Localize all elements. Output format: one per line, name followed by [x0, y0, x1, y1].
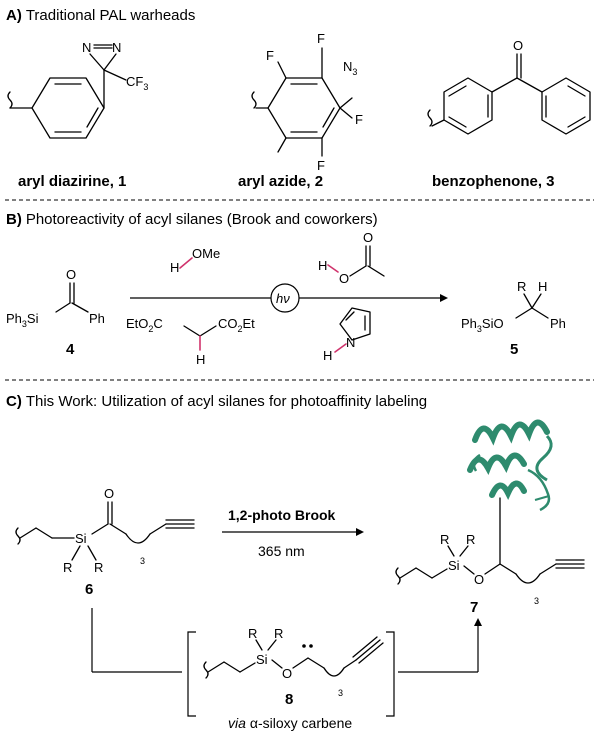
compound-7-structure: Si R R O 3 — [395, 497, 585, 606]
azide-f-left: F — [266, 48, 274, 63]
methanol-ome: OMe — [192, 246, 220, 261]
diazirine-n-right: N — [112, 40, 121, 55]
section-c-heading: C)This Work: Utilization of acyl silanes… — [6, 393, 427, 410]
compound-7-r-left: R — [440, 532, 449, 547]
product-r: R — [517, 279, 526, 294]
carbene-lone-pair-dot — [309, 644, 313, 648]
compound-7-o: O — [474, 572, 484, 587]
compound-4-structure: O Ph3Si Ph — [6, 267, 105, 329]
pyrrole-structure: N H — [323, 307, 371, 363]
ph3si-label: Ph3Si — [6, 311, 39, 329]
section-c: C)This Work: Utilization of acyl silanes… — [6, 393, 585, 731]
arrow-top-label: 1,2-photo Brook — [228, 507, 336, 523]
carbene-lone-pair-dot — [302, 644, 306, 648]
azide-n3: N3 — [343, 59, 357, 77]
compound-8-r-left: R — [248, 626, 257, 641]
section-a-title: Traditional PAL warheads — [26, 7, 196, 24]
compound-8-structure: Si R R O 3 — [203, 626, 384, 698]
malonate-etO2c: EtO2C — [126, 316, 163, 334]
compound-3-label: benzophenone, 3 — [432, 173, 555, 190]
section-c-title: This Work: Utilization of acyl silanes f… — [26, 393, 427, 410]
compound-6-si: Si — [75, 531, 87, 546]
compound-7-subscript: 3 — [534, 596, 539, 606]
product-ph3sio: Ph3SiO — [461, 316, 504, 334]
section-b-title: Photoreactivity of acyl silanes (Brook a… — [26, 211, 378, 228]
compound-6-subscript: 3 — [140, 556, 145, 566]
pyrrole-h: H — [323, 348, 332, 363]
hv-label: hν — [276, 291, 290, 306]
compound-5-number: 5 — [510, 341, 518, 358]
compound-8-r-right: R — [274, 626, 283, 641]
diazirine-n-left: N — [82, 40, 91, 55]
acid-o-double: O — [363, 230, 373, 245]
photolysis-arrow: hν — [130, 283, 448, 313]
acetic-acid-structure: H O O — [318, 230, 385, 286]
bracket-left — [187, 631, 196, 717]
azide-f-top: F — [317, 31, 325, 46]
forward-arrow: 1,2-photo Brook 365 nm — [222, 507, 364, 559]
azide-f-bottom: F — [317, 158, 325, 173]
compound-8-o: O — [282, 666, 292, 681]
carbene-pathway — [91, 608, 482, 717]
compound-7-number: 7 — [470, 599, 478, 616]
benzophenone-o: O — [513, 38, 523, 53]
hv-circle — [270, 283, 300, 313]
compound-1-label: aryl diazirine, 1 — [18, 173, 126, 190]
malonate-co2et: CO2Et — [218, 316, 255, 334]
compound-6-r-left: R — [63, 560, 72, 575]
compound-2-label: aryl azide, 2 — [238, 173, 323, 190]
compound-7-r-right: R — [466, 532, 475, 547]
section-b: B)Photoreactivity of acyl silanes (Brook… — [5, 211, 594, 381]
section-a-heading: A)Traditional PAL warheads — [6, 7, 195, 24]
compound-6-structure: Si R R O 3 — [15, 486, 195, 575]
section-b-heading: B)Photoreactivity of acyl silanes (Brook… — [6, 211, 378, 228]
compound-8-number: 8 — [285, 691, 293, 708]
azide-f-right: F — [355, 112, 363, 127]
compound-6-number: 6 — [85, 581, 93, 598]
section-c-letter: C) — [6, 393, 22, 410]
compound-4-number: 4 — [66, 341, 75, 358]
malonate-h: H — [196, 352, 205, 367]
methanol-h: H — [170, 260, 179, 275]
compound-5-structure: Ph3SiO R H Ph — [461, 279, 566, 334]
methanol-structure: H OMe — [170, 246, 220, 275]
compound-6-r-right: R — [94, 560, 103, 575]
compound-8-si: Si — [256, 652, 268, 667]
compound-7-si: Si — [448, 558, 460, 573]
protein-ribbon-image — [467, 419, 553, 512]
compound-6-o: O — [104, 486, 114, 501]
aryl-azide-structure: F F N3 F F — [251, 31, 363, 173]
diethyl-malonate-structure: EtO2C H CO2Et — [126, 316, 255, 367]
section-b-letter: B) — [6, 211, 22, 228]
arrow-bottom-label: 365 nm — [258, 543, 305, 559]
compound-4-o: O — [66, 267, 76, 282]
compound-4-ph: Ph — [89, 311, 105, 326]
product-ph: Ph — [550, 316, 566, 331]
compound-8-subscript: 3 — [338, 688, 343, 698]
bracket-right — [386, 631, 395, 717]
pyrrole-n: N — [346, 335, 355, 350]
acid-h: H — [318, 258, 327, 273]
section-a-letter: A) — [6, 7, 22, 24]
cf3-label: CF3 — [126, 74, 148, 92]
benzophenone-structure: O — [427, 38, 591, 135]
aryl-diazirine-structure: N N CF3 — [7, 40, 148, 139]
section-a: A)Traditional PAL warheads N N CF3 aryl … — [5, 7, 594, 201]
acid-o-single: O — [339, 271, 349, 286]
product-h: H — [538, 279, 547, 294]
